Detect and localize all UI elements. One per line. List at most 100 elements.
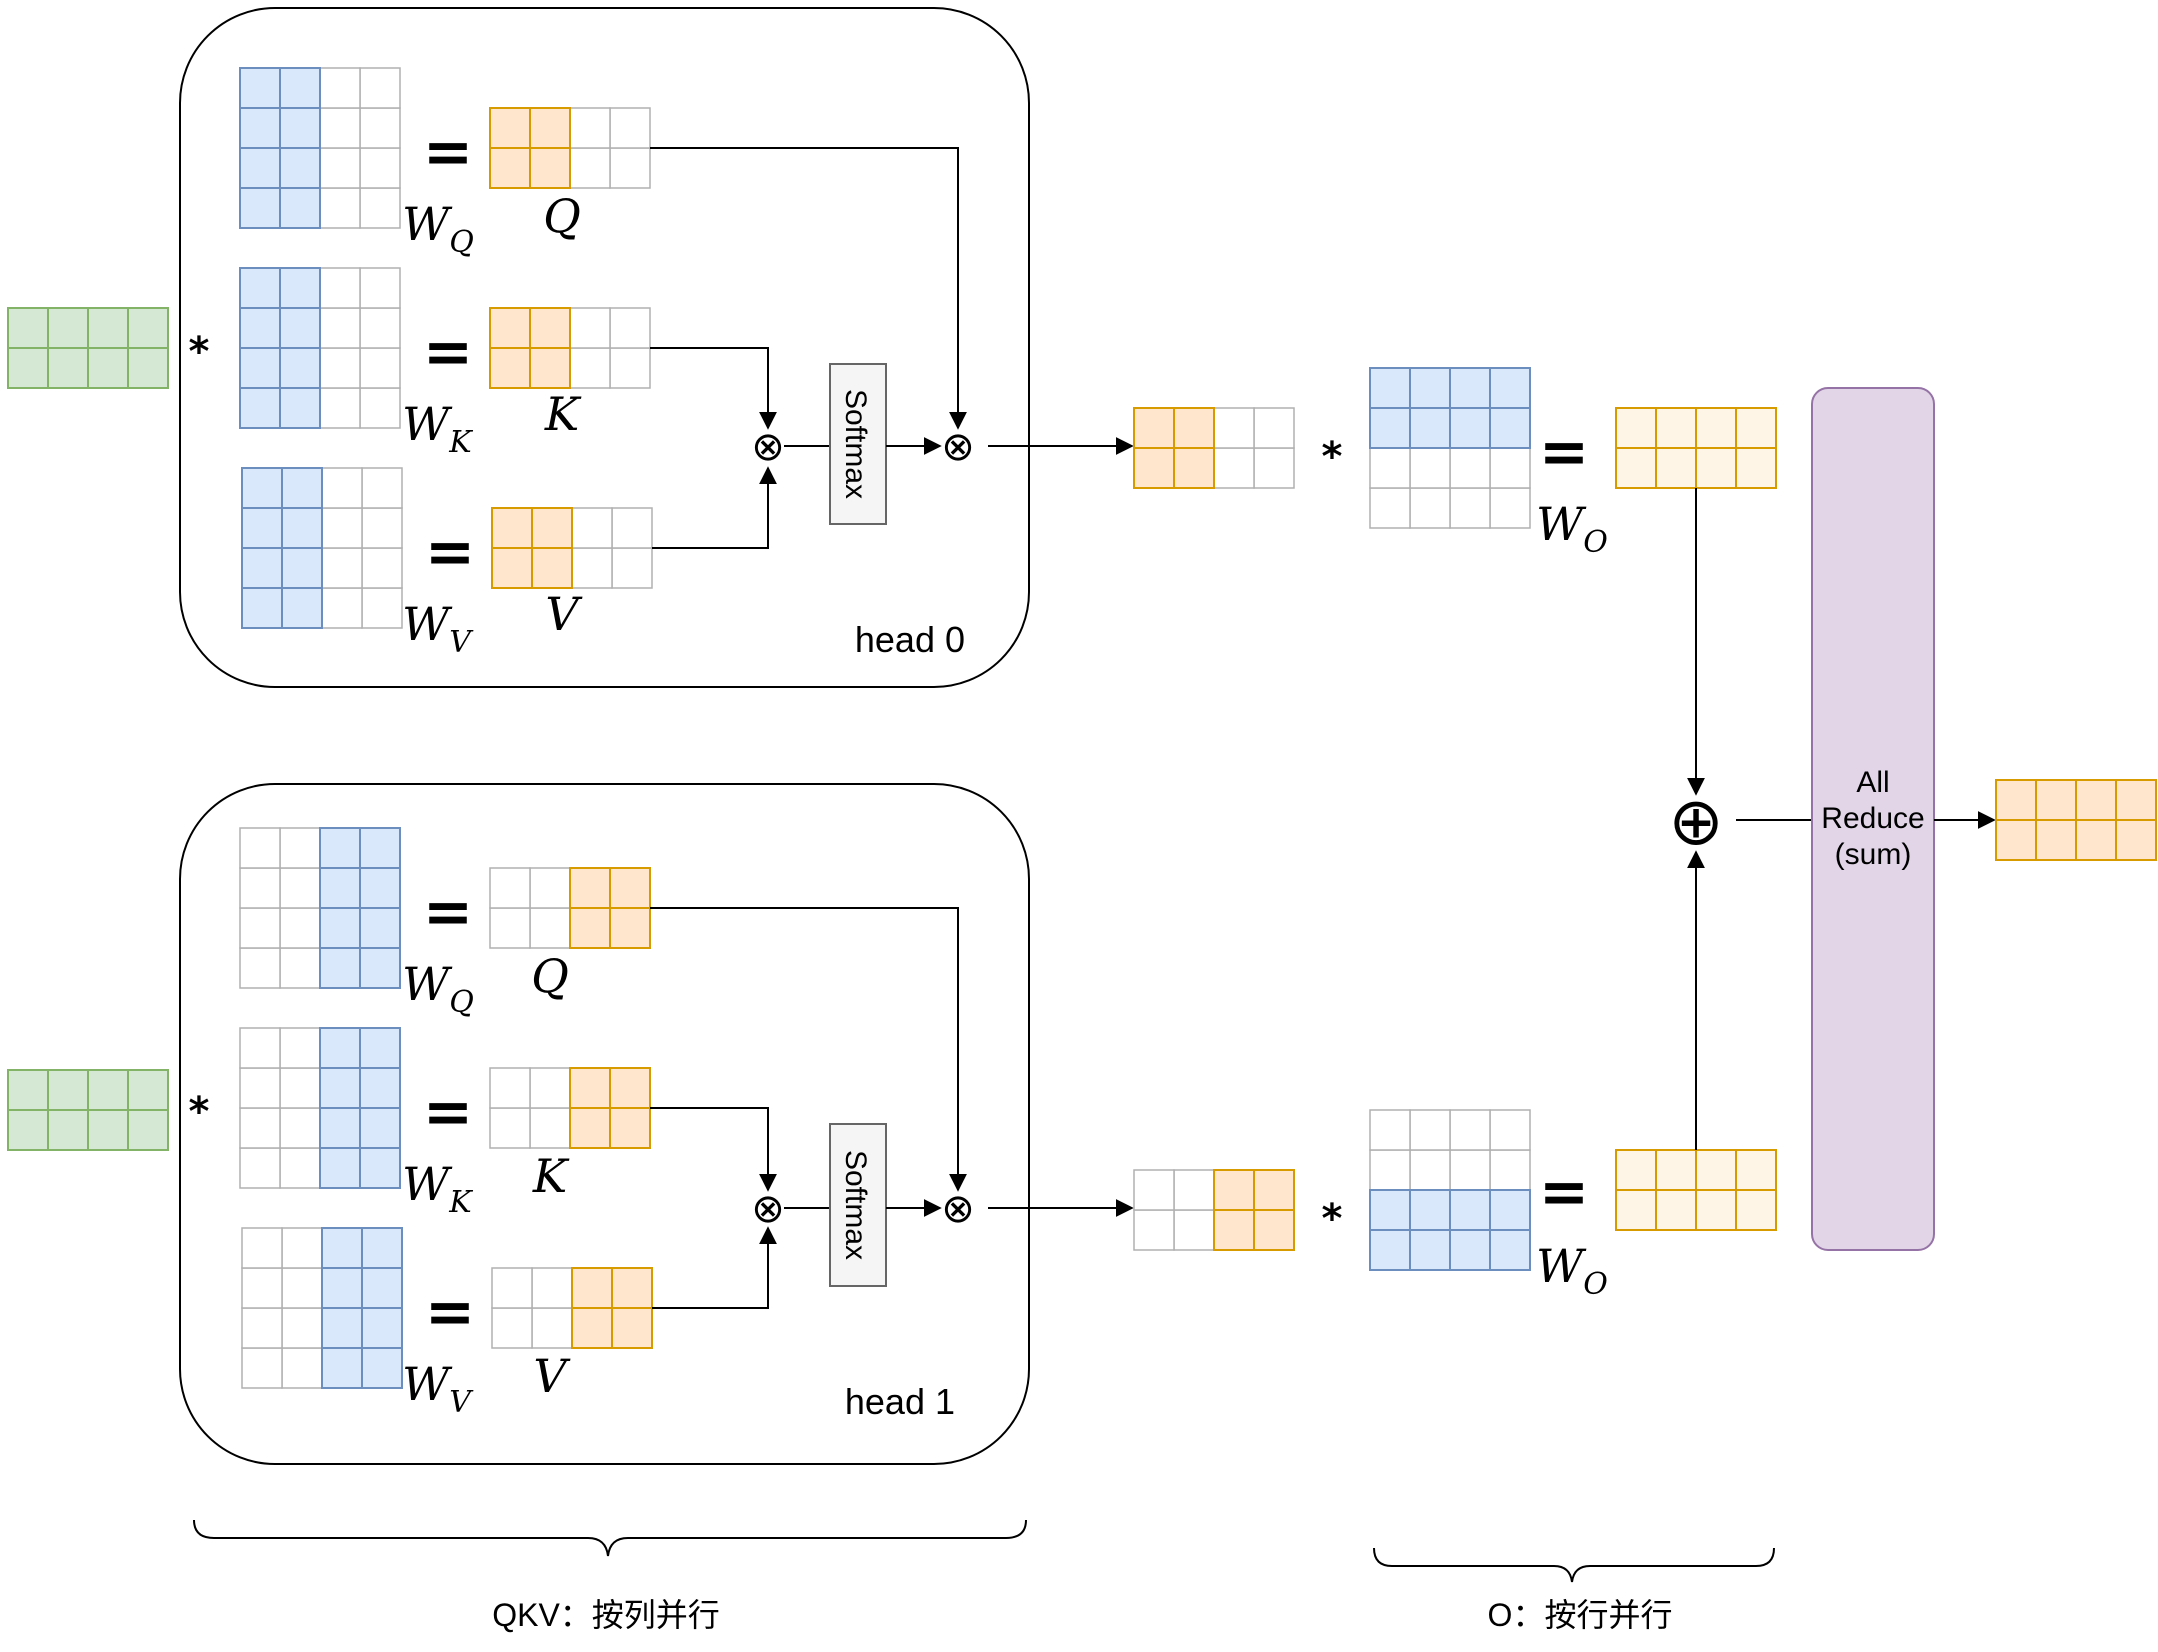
head-1-wo-equals: = <box>1539 1157 1589 1227</box>
head-0-softmax-box <box>829 363 887 525</box>
matrix-cell <box>239 867 281 909</box>
head-0-wv-label: WV <box>402 597 474 660</box>
head-0: head 0 * = WQ Q = WK K = WV V ⊗ Softmax … <box>7 7 1030 688</box>
matrix-cell <box>1735 1149 1777 1191</box>
matrix-cell <box>1449 1149 1491 1191</box>
matrix-cell <box>239 67 281 109</box>
head-0-v-label: V <box>545 587 583 641</box>
matrix-cell <box>361 1347 403 1389</box>
matrix-cell <box>359 907 401 949</box>
matrix-cell <box>241 587 283 629</box>
head-1-wv-label: WV <box>402 1357 474 1420</box>
matrix-cell <box>609 907 651 949</box>
matrix-cell <box>361 587 403 629</box>
matrix-cell <box>359 1107 401 1149</box>
head-0-q-label: Q <box>543 189 581 243</box>
matrix-cell <box>1655 407 1697 449</box>
matrix-cell <box>321 1267 363 1309</box>
matrix-cell <box>359 267 401 309</box>
matrix-cell <box>1449 367 1491 409</box>
matrix-cell <box>359 347 401 389</box>
matrix-cell <box>281 587 323 629</box>
matrix-cell <box>241 1307 283 1349</box>
head-1-v-matrix <box>491 1267 653 1349</box>
matrix-cell <box>359 387 401 429</box>
matrix-cell <box>361 547 403 589</box>
matrix-cell <box>569 1107 611 1149</box>
head-0-wq-equals: = <box>423 117 473 187</box>
head-1-v-label: V <box>533 1349 571 1403</box>
matrix-cell <box>609 1107 651 1149</box>
matrix-cell <box>321 547 363 589</box>
matrix-cell <box>489 347 531 389</box>
head-1-wv-base: W <box>402 1357 453 1411</box>
matrix-cell <box>569 147 611 189</box>
head-0-wq-matrix <box>239 67 401 229</box>
matrix-cell <box>1735 407 1777 449</box>
matrix-cell <box>279 107 321 149</box>
matrix-cell <box>1695 407 1737 449</box>
matrix-cell <box>7 1109 49 1151</box>
matrix-cell <box>1489 407 1531 449</box>
matrix-cell <box>279 67 321 109</box>
matrix-cell <box>1369 367 1411 409</box>
matrix-cell <box>1173 1169 1215 1211</box>
matrix-cell <box>1409 447 1451 489</box>
matrix-cell <box>279 907 321 949</box>
matrix-cell <box>1409 487 1451 529</box>
matrix-cell <box>489 867 531 909</box>
matrix-cell <box>321 587 363 629</box>
matrix-cell <box>1253 1209 1295 1251</box>
matrix-cell <box>239 187 281 229</box>
matrix-cell <box>319 187 361 229</box>
head-0-matmul-1: ⊗ <box>751 425 785 469</box>
matrix-cell <box>319 267 361 309</box>
matrix-cell <box>531 1307 573 1349</box>
matrix-cell <box>319 1067 361 1109</box>
matrix-cell <box>571 1267 613 1309</box>
matrix-cell <box>239 827 281 869</box>
matrix-cell <box>1489 1189 1531 1231</box>
matrix-cell <box>2115 779 2157 821</box>
head-0-q-matrix <box>489 107 651 189</box>
matrix-cell <box>1369 1109 1411 1151</box>
head-1-wo-sub: O <box>1583 1267 1608 1302</box>
head-1-wk-equals: = <box>423 1077 473 1147</box>
matrix-cell <box>491 1267 533 1309</box>
matrix-cell <box>1735 447 1777 489</box>
matrix-cell <box>1369 407 1411 449</box>
head-1-q-matrix <box>489 867 651 949</box>
matrix-cell <box>1133 1209 1175 1251</box>
matrix-cell <box>281 467 323 509</box>
matrix-cell <box>2035 779 2077 821</box>
matrix-cell <box>321 507 363 549</box>
matrix-cell <box>279 1067 321 1109</box>
matrix-cell <box>1655 447 1697 489</box>
head-0-input-matrix <box>7 307 169 389</box>
matrix-cell <box>359 1067 401 1109</box>
matrix-cell <box>281 1347 323 1389</box>
matrix-cell <box>1133 407 1175 449</box>
matrix-cell <box>609 867 651 909</box>
head-0-wk-sub: K <box>448 425 473 460</box>
matrix-cell <box>7 347 49 389</box>
matrix-cell <box>7 307 49 349</box>
matrix-cell <box>1409 367 1451 409</box>
matrix-cell <box>279 827 321 869</box>
matrix-cell <box>321 1347 363 1389</box>
matrix-cell <box>239 947 281 989</box>
matrix-cell <box>529 307 571 349</box>
matrix-cell <box>1213 1209 1255 1251</box>
head-0-wq-label: WQ <box>402 197 474 260</box>
matrix-cell <box>1253 447 1295 489</box>
final-output-matrix <box>1995 779 2157 861</box>
matrix-cell <box>279 1147 321 1189</box>
matrix-cell <box>239 347 281 389</box>
matrix-cell <box>489 907 531 949</box>
head-0-wo-label: WO <box>1536 497 1608 560</box>
matrix-cell <box>1615 1149 1657 1191</box>
matrix-cell <box>281 1267 323 1309</box>
head-1-q-label: Q <box>531 949 569 1003</box>
matrix-cell <box>279 947 321 989</box>
